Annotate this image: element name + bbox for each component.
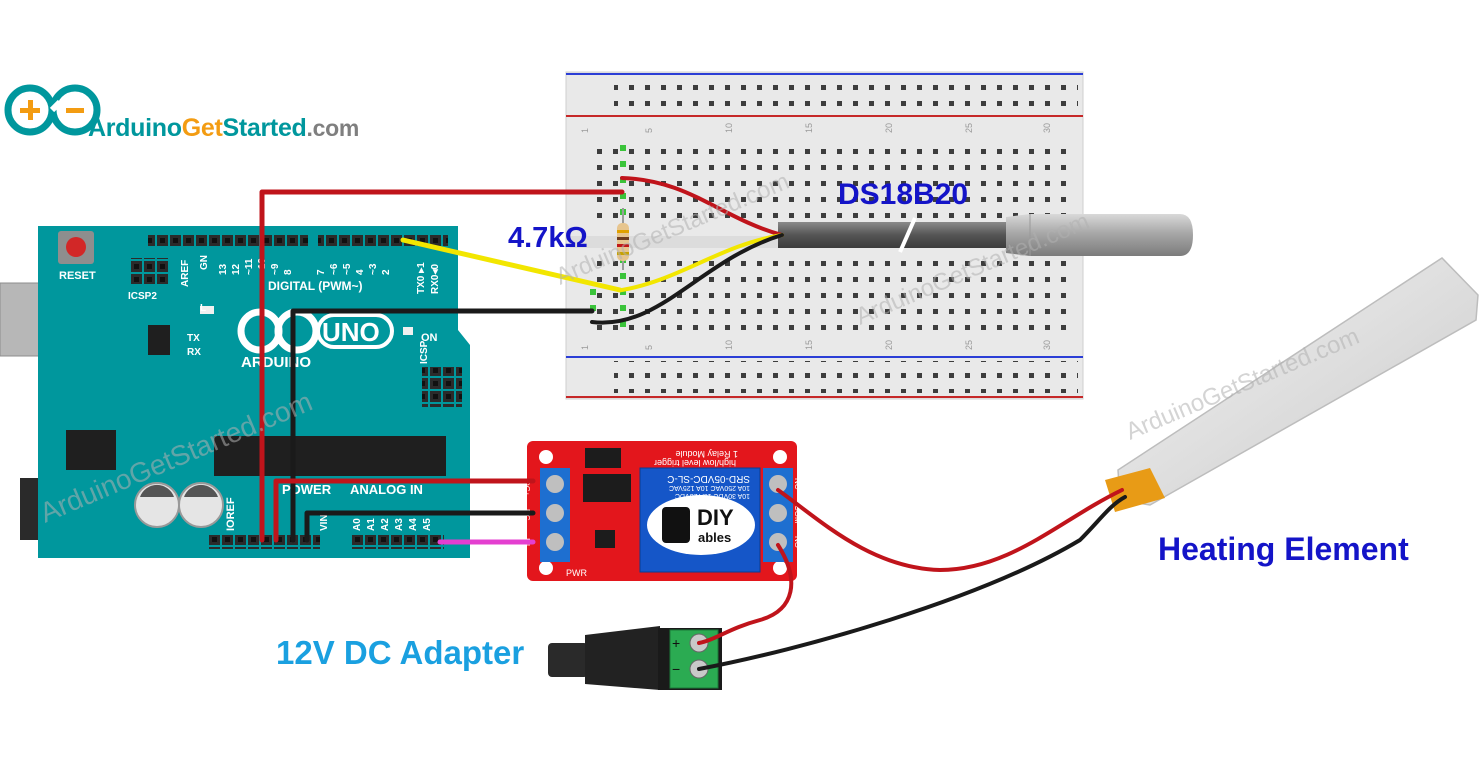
breadboard-col-bottom-30: 30 <box>1042 340 1052 350</box>
breadboard-col-30: 30 <box>1042 123 1052 133</box>
relay-terminal-com: COM <box>793 505 802 524</box>
infinity-logo-icon <box>4 84 101 136</box>
power-label: POWER <box>282 482 332 497</box>
breadboard-col-25: 25 <box>964 123 974 133</box>
led-l-label: L <box>200 303 206 314</box>
relay-title: 1 Relay Module <box>675 449 738 459</box>
digital-label: DIGITAL (PWM~) <box>268 279 363 293</box>
logo-part-started: Started <box>222 114 307 142</box>
breadboard-col-bottom-25: 25 <box>964 340 974 350</box>
logo-part-arduino: Arduino <box>88 114 182 142</box>
ioref-label: IOREF <box>225 497 237 531</box>
digital-pin-7: 7 <box>316 269 327 275</box>
digital-pin-8: 8 <box>283 269 294 275</box>
analog-pin-A1: A1 <box>366 518 377 531</box>
breadboard-col-bottom-1: 1 <box>580 345 590 350</box>
digital-pin-13: 13 <box>218 263 229 275</box>
analog-pin-A5: A5 <box>422 518 433 531</box>
breadboard-col-10: 10 <box>724 123 734 133</box>
dc-barrel-adapter <box>548 626 722 690</box>
breadboard-col-15: 15 <box>804 123 814 133</box>
digital-pin-3: ~3 <box>368 263 379 275</box>
digital-pin-4: 4 <box>355 269 366 275</box>
digital-pin-12: 12 <box>231 263 242 275</box>
digital-pin-9: ~9 <box>270 263 281 275</box>
resistor-label: 4.7kΩ <box>508 222 588 254</box>
on-led-label: ON <box>421 332 438 344</box>
adapter-terminal-plus: + <box>672 635 680 651</box>
digital-pin-5: ~5 <box>342 263 353 275</box>
digital-pin-2: 2 <box>381 269 392 275</box>
analog-label: ANALOG IN <box>350 482 423 497</box>
uno-label: UNO <box>322 317 380 347</box>
diyables-brand-bottom: ables <box>698 530 731 545</box>
rx0-label: RX0◂0 <box>430 264 441 294</box>
tx0-label: TX0 ▸1 <box>416 262 427 294</box>
relay-module <box>527 441 797 581</box>
arduino-brand-label: ARDUINO <box>241 354 311 371</box>
gnd-label: GN <box>199 255 210 270</box>
icsp-label: ICSP <box>419 340 430 364</box>
wires <box>259 176 1127 671</box>
heater-label: Heating Element <box>1158 531 1409 567</box>
logo-part-get: Get <box>181 114 223 142</box>
breadboard-col-20: 20 <box>884 123 894 133</box>
analog-pin-A3: A3 <box>394 518 405 531</box>
logo-part-com: .com <box>306 115 360 141</box>
analog-pin-A4: A4 <box>408 518 419 531</box>
breadboard-col-bottom-5: 5 <box>644 345 654 350</box>
ds18b20-sensor <box>778 214 1193 256</box>
relay-subtitle: high/low level trigger <box>654 458 736 468</box>
tx-label: TX <box>187 333 200 344</box>
relay-part: SRD-05VDC-SL-C <box>667 473 750 484</box>
relay-terminal-no: NO <box>793 536 802 548</box>
adapter-terminal-minus: − <box>672 661 680 677</box>
analog-pin-A0: A0 <box>352 518 363 531</box>
aref-label: AREF <box>180 260 191 287</box>
relay-pin-dc-plus: DC+ <box>522 480 531 497</box>
adapter-label: 12V DC Adapter <box>276 634 525 671</box>
resistor <box>617 208 629 270</box>
breadboard-col-bottom-15: 15 <box>804 340 814 350</box>
heating-element <box>1105 257 1479 512</box>
rx-label: RX <box>187 347 201 358</box>
site-logo-text: ArduinoGetStarted.com <box>88 114 359 143</box>
vin-label: VIN <box>319 514 330 531</box>
digital-pin-11: ~11 <box>244 258 255 275</box>
breadboard-col-5: 5 <box>644 128 654 133</box>
analog-pin-A2: A2 <box>380 518 391 531</box>
icsp2-label: ICSP2 <box>128 291 157 302</box>
relay-rating-2: 10A 30VDC 10A 28VDC <box>675 492 750 499</box>
relay-pin-dc-minus: DC- <box>522 509 531 524</box>
relay-rating-1: 10A 250VAC 10A 125VAC <box>669 484 750 491</box>
logo <box>4 84 101 136</box>
digital-pin-6: ~6 <box>329 263 340 275</box>
breadboard-col-bottom-10: 10 <box>724 340 734 350</box>
breadboard-col-1: 1 <box>580 128 590 133</box>
sensor-label: DS18B20 <box>838 178 969 211</box>
relay-pwr-label: PWR <box>566 568 587 578</box>
relay-terminal-nc: NC <box>793 478 802 490</box>
diyables-brand-top: DIY <box>697 505 734 530</box>
breadboard-col-bottom-20: 20 <box>884 340 894 350</box>
reset-label: RESET <box>59 270 96 282</box>
